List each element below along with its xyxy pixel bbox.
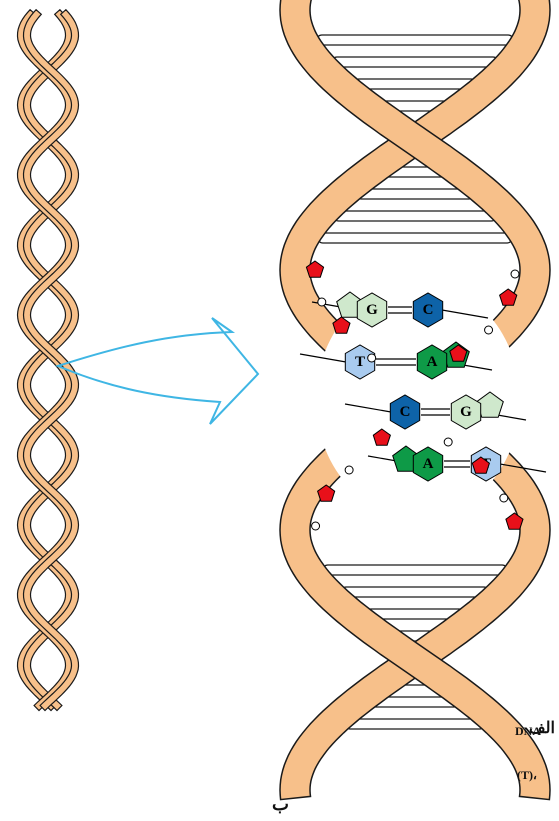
base-pair-rung [332,57,498,67]
sugar-joint [318,298,326,306]
caption-dna-text: DNA [515,724,541,739]
sugar-joint [500,494,508,502]
sugar-joint [444,438,452,446]
base-pair-rung [356,189,474,199]
panel-b-double-helix: GCTACGAT [280,0,550,800]
base-pair-rung [317,35,513,45]
sugar-joint [312,522,320,530]
base-pair-rung [334,211,497,221]
base-letter-left: T [355,354,365,370]
base-pair-rung [341,587,489,597]
base-letter-left: A [423,456,434,472]
panel-b-label: ب [272,794,289,815]
base-pair-rung [318,233,512,243]
transition-arrow [58,318,258,424]
base-letter-right: C [423,302,434,318]
base-pair-rung [345,719,485,729]
base-letter-right: A [427,354,438,370]
base-pair-rung [323,565,508,575]
caption-thymine-text: (T)، [517,768,537,783]
base-letter-left: G [366,302,378,318]
base-letter-right: G [460,404,472,420]
sugar-joint [485,326,493,334]
base-letter-left: C [400,404,411,420]
panel-a-double-helix [18,10,79,711]
sugar-joint [368,354,376,362]
base-pair-rung [354,79,476,89]
sugar-joint [345,466,353,474]
sugar-joint [511,270,519,278]
